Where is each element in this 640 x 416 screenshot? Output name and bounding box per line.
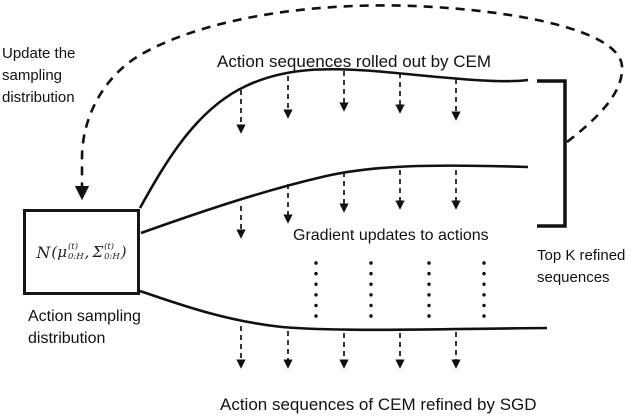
gradient-arrows-bottom-row — [236, 326, 461, 369]
top-k-label: Top K refined sequences — [537, 247, 626, 286]
mu-scripts: (t)0:H — [67, 241, 84, 262]
gaussian-formula: N(μ(t)0:H,Σ(t)0:H) — [36, 241, 127, 262]
mu-symbol: μ — [57, 243, 67, 261]
rollout-curve-top — [138, 67, 529, 209]
sgd-refined-label: Action sequences of CEM refined by SGD — [220, 395, 537, 414]
rollout-curve-middle — [140, 164, 529, 235]
ellipsis-dots — [314, 261, 486, 319]
sigma-symbol: Σ — [92, 243, 104, 261]
sigma-scripts: (t)0:H — [104, 241, 120, 262]
gradient-arrows-top-row — [236, 71, 461, 134]
sampling-distribution-box: N(μ(t)0:H,Σ(t)0:H) — [23, 209, 140, 295]
rollout-curve-bottom — [139, 289, 548, 332]
update-loop-arrow — [74, 4, 624, 201]
top-k-bracket — [537, 79, 567, 228]
script-n-symbol: N — [36, 242, 51, 262]
action-sampling-label: Action sampling distribution — [28, 308, 141, 347]
gradient-arrows-middle-row — [236, 170, 461, 239]
gradient-updates-label: Gradient updates to actions — [293, 227, 489, 244]
update-distribution-label: Update the sampling distribution — [2, 45, 76, 106]
cem-rollout-label: Action sequences rolled out by CEM — [217, 52, 492, 71]
